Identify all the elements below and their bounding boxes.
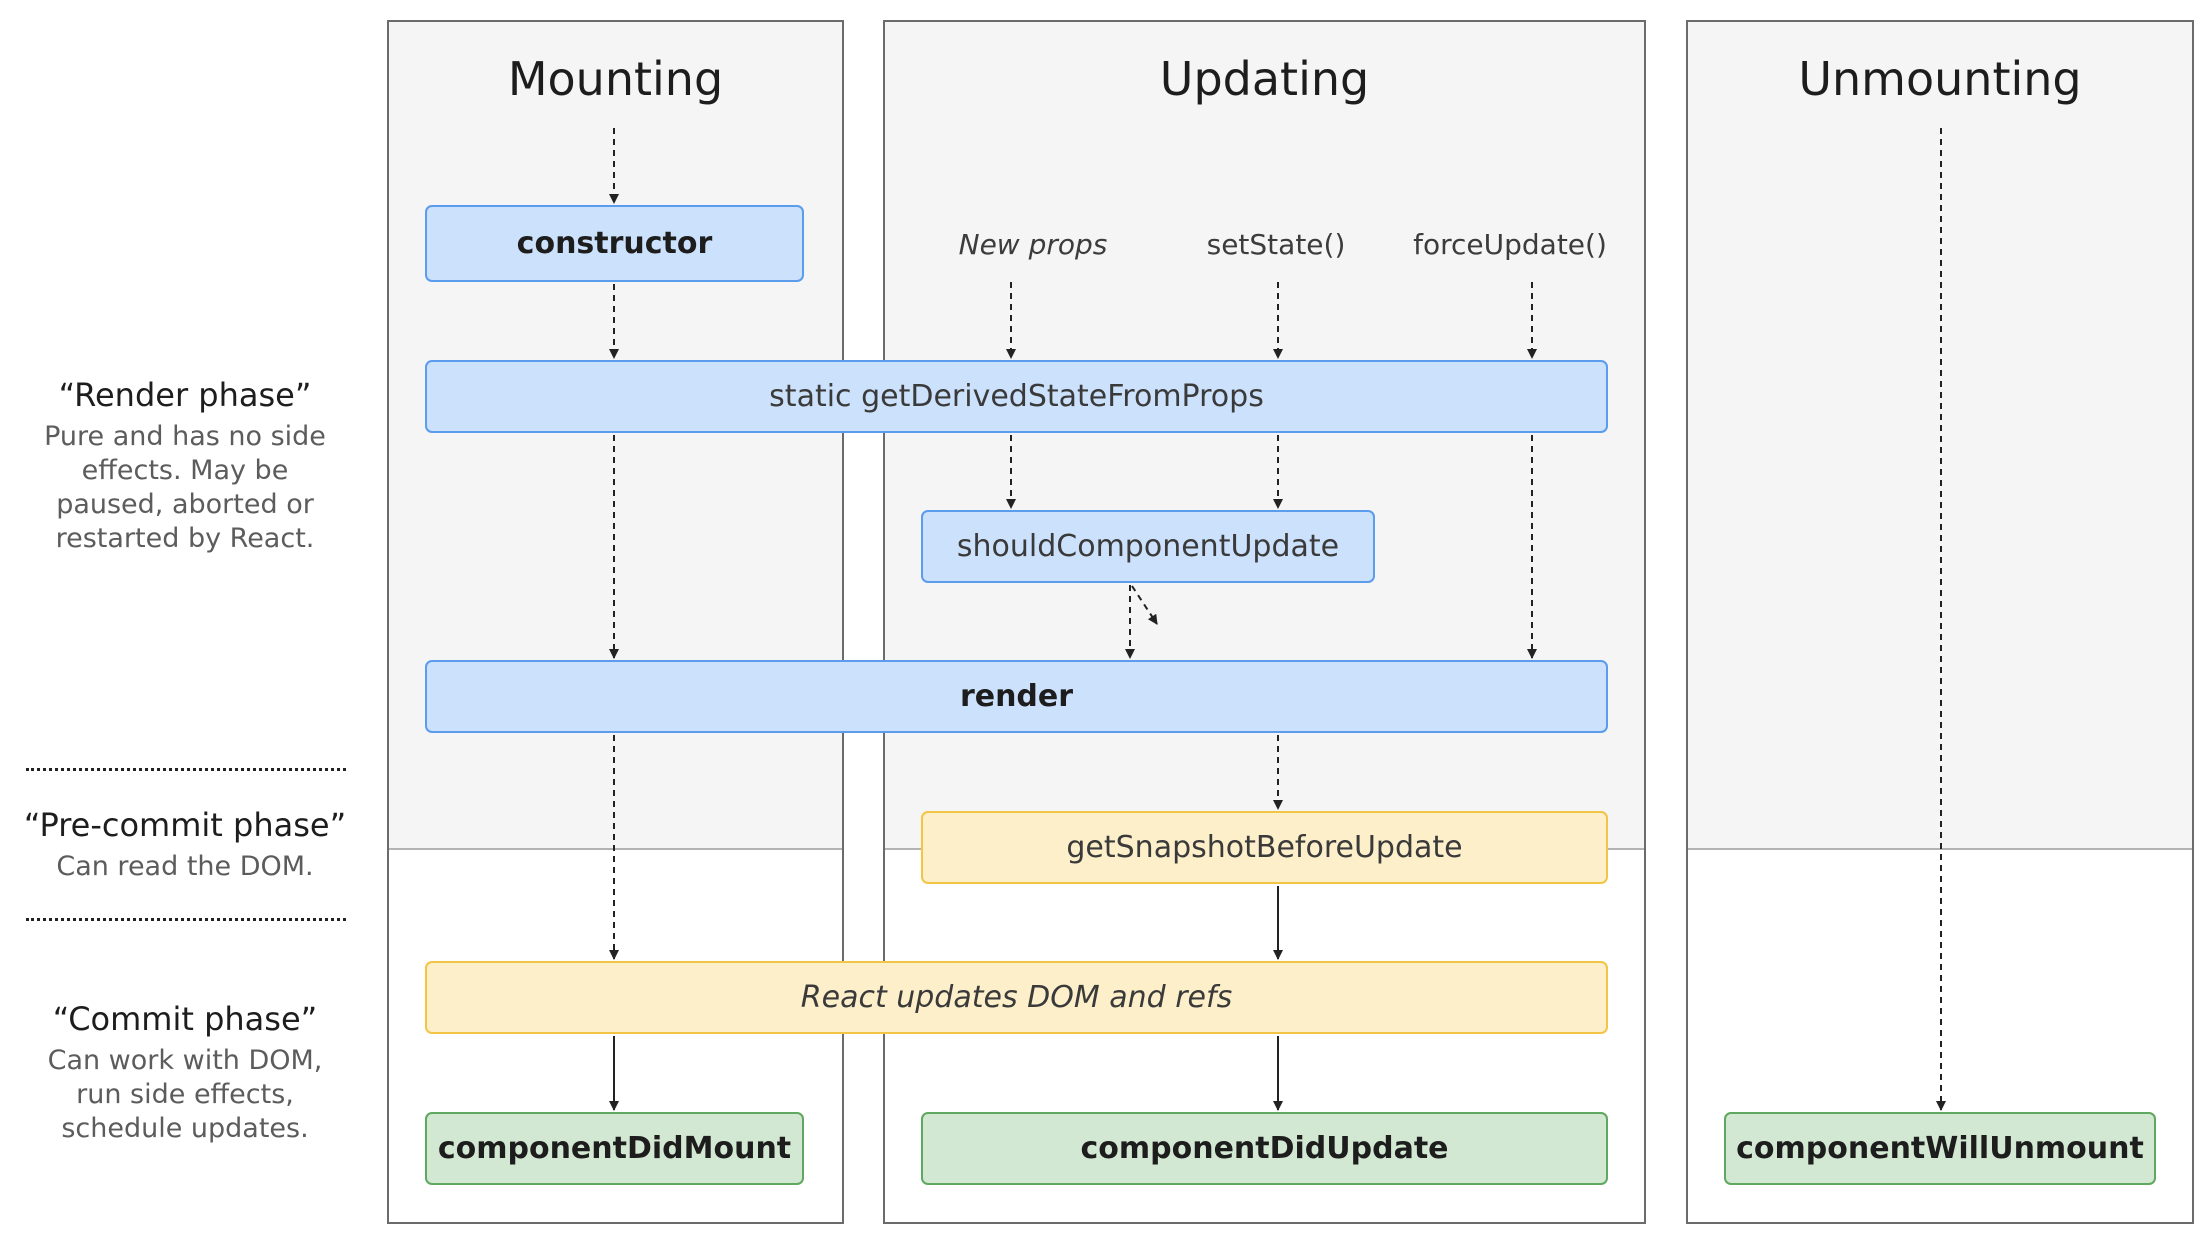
commit-phase-desc-line: schedule updates. — [61, 1113, 309, 1144]
react-updates-dom-box: React updates DOM and refs — [425, 961, 1608, 1034]
component-will-unmount-box: componentWillUnmount — [1724, 1112, 2156, 1185]
render-phase-desc-line: Pure and has no side — [44, 421, 326, 452]
commit-phase-description: Can work with DOM, run side effects, sch… — [20, 1044, 350, 1146]
render-box: render — [425, 660, 1608, 733]
mounting-title: Mounting — [507, 52, 724, 106]
constructor-box: constructor — [425, 205, 804, 282]
get-derived-state-from-props-box: static getDerivedStateFromProps — [425, 360, 1608, 433]
component-did-update-box: componentDidUpdate — [921, 1112, 1608, 1185]
render-phase-label: “Render phase” Pure and has no side effe… — [20, 376, 350, 556]
pre-commit-phase-title: “Pre-commit phase” — [23, 806, 347, 844]
pre-commit-phase-desc-line: Can read the DOM. — [56, 851, 314, 882]
force-update-trigger: forceUpdate() — [1413, 228, 1607, 261]
mounting-column: Mounting — [387, 20, 844, 1224]
commit-phase-desc-line: run side effects, — [76, 1079, 294, 1110]
render-phase-region — [1688, 22, 2192, 850]
pre-commit-phase-label: “Pre-commit phase” Can read the DOM. — [20, 806, 350, 884]
render-phase-description: Pure and has no side effects. May be pau… — [20, 420, 350, 556]
commit-phase-desc-line: Can work with DOM, — [47, 1045, 323, 1076]
pre-commit-phase-description: Can read the DOM. — [20, 850, 350, 884]
unmounting-column: Unmounting — [1686, 20, 2194, 1224]
phase-separator — [26, 918, 346, 921]
updating-title: Updating — [1159, 52, 1370, 106]
render-phase-desc-line: effects. May be — [81, 455, 289, 486]
commit-phase-label: “Commit phase” Can work with DOM, run si… — [20, 1000, 350, 1146]
phase-separator — [26, 768, 346, 771]
should-component-update-box: shouldComponentUpdate — [921, 510, 1375, 583]
render-phase-desc-line: restarted by React. — [55, 523, 315, 554]
render-phase-desc-line: paused, aborted or — [56, 489, 314, 520]
set-state-trigger: setState() — [1206, 228, 1346, 261]
new-props-trigger: New props — [958, 228, 1108, 261]
get-snapshot-before-update-box: getSnapshotBeforeUpdate — [921, 811, 1608, 884]
unmounting-title: Unmounting — [1798, 52, 2082, 106]
render-phase-title: “Render phase” — [58, 376, 312, 414]
commit-phase-title: “Commit phase” — [52, 1000, 318, 1038]
component-did-mount-box: componentDidMount — [425, 1112, 804, 1185]
updating-column: Updating — [883, 20, 1646, 1224]
